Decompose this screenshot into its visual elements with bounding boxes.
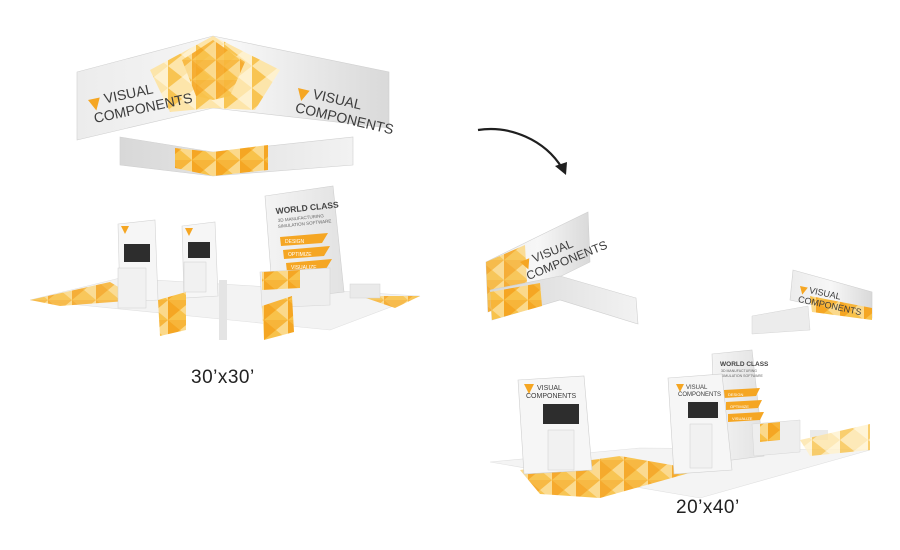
svg-text:VISUAL: VISUAL [537, 385, 562, 392]
booth-size-label-30x30: 30’x30’ [191, 367, 255, 388]
svg-text:COMPONENTS: COMPONENTS [678, 392, 721, 398]
svg-text:WORLD CLASS: WORLD CLASS [720, 361, 769, 368]
demo-kiosk-1: VISUAL COMPONENTS [517, 375, 593, 475]
headline-sub2: SIMULATION SOFTWARE [278, 218, 332, 229]
svg-text:VISUALIZE: VISUALIZE [732, 416, 753, 421]
lounge-seat [349, 283, 381, 299]
svg-text:SIMULATION SOFTWARE: SIMULATION SOFTWARE [721, 374, 763, 378]
booth-30x30: VISUAL COMPONENTS VISUAL COMPONENTS WORL… [29, 35, 421, 340]
booth-20x40: VISUAL COMPONENTS VISUAL COMPONENTS WORL… [485, 211, 873, 499]
svg-text:3D MANUFACTURING: 3D MANUFACTURING [721, 369, 757, 373]
svg-text:VISUALIZE: VISUALIZE [291, 265, 317, 271]
menu-tab-1: DESIGN [280, 233, 328, 246]
hanging-banner-right: VISUAL COMPONENTS [751, 269, 873, 335]
svg-text:COMPONENTS: COMPONENTS [526, 393, 577, 400]
headline-sub1: 3D MANUFACTURING [278, 213, 325, 223]
demo-kiosk-1 [117, 219, 159, 309]
arrow-icon [477, 128, 567, 175]
reception-counter [751, 419, 801, 457]
hanging-banner-left: VISUAL COMPONENTS [485, 211, 639, 325]
hanging-banner: VISUAL COMPONENTS VISUAL COMPONENTS [76, 35, 395, 177]
svg-text:DESIGN: DESIGN [728, 392, 743, 397]
pillar [219, 280, 227, 340]
svg-text:OPTIMIZE: OPTIMIZE [288, 252, 312, 258]
svg-text:VISUAL: VISUAL [686, 385, 708, 391]
reception-counter [259, 267, 331, 309]
booth-size-label-20x40: 20’x40’ [676, 497, 740, 518]
svg-text:DESIGN: DESIGN [285, 239, 305, 245]
lounge-seat [810, 430, 828, 440]
svg-text:OPTIMIZE: OPTIMIZE [730, 404, 749, 409]
menu-tab-2: OPTIMIZE [283, 246, 330, 259]
demo-kiosk-2 [181, 221, 219, 299]
demo-kiosk-2: VISUAL COMPONENTS [667, 373, 733, 475]
